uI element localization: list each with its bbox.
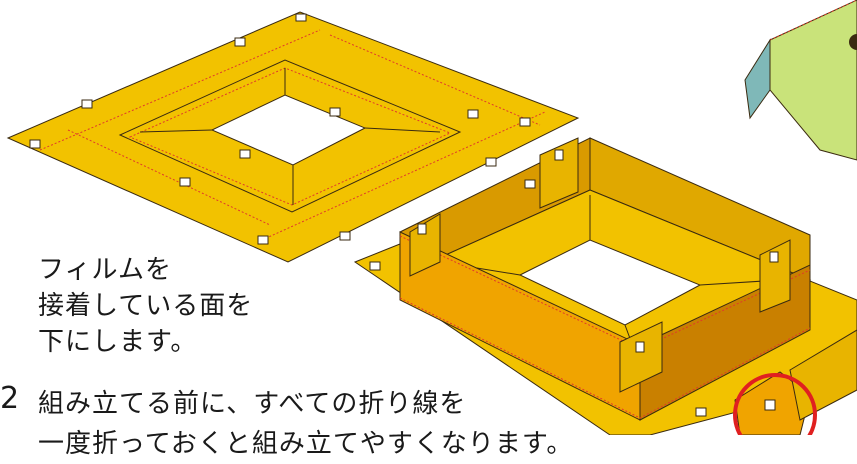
step-text: 組み立てる前に、すべての折り線を 一度折っておくと組み立てやすくなります。 — [38, 384, 573, 464]
detail-highlight — [733, 329, 857, 435]
assembly-illustration — [6, 0, 857, 435]
step-line: 一度折っておくと組み立てやすくなります。 — [38, 429, 574, 459]
note-line: 下にします。 — [38, 327, 198, 357]
note-text: フィルムを 接着している面を 下にします。 — [38, 252, 253, 360]
step-line: 組み立てる前に、すべての折り線を — [38, 389, 467, 419]
folded-tray — [353, 137, 857, 435]
step-number: 2 — [0, 381, 20, 416]
note-line: 接着している面を — [38, 291, 254, 321]
flat-board — [6, 11, 580, 263]
green-side-part — [744, 0, 857, 161]
note-line: フィルムを — [38, 255, 172, 285]
